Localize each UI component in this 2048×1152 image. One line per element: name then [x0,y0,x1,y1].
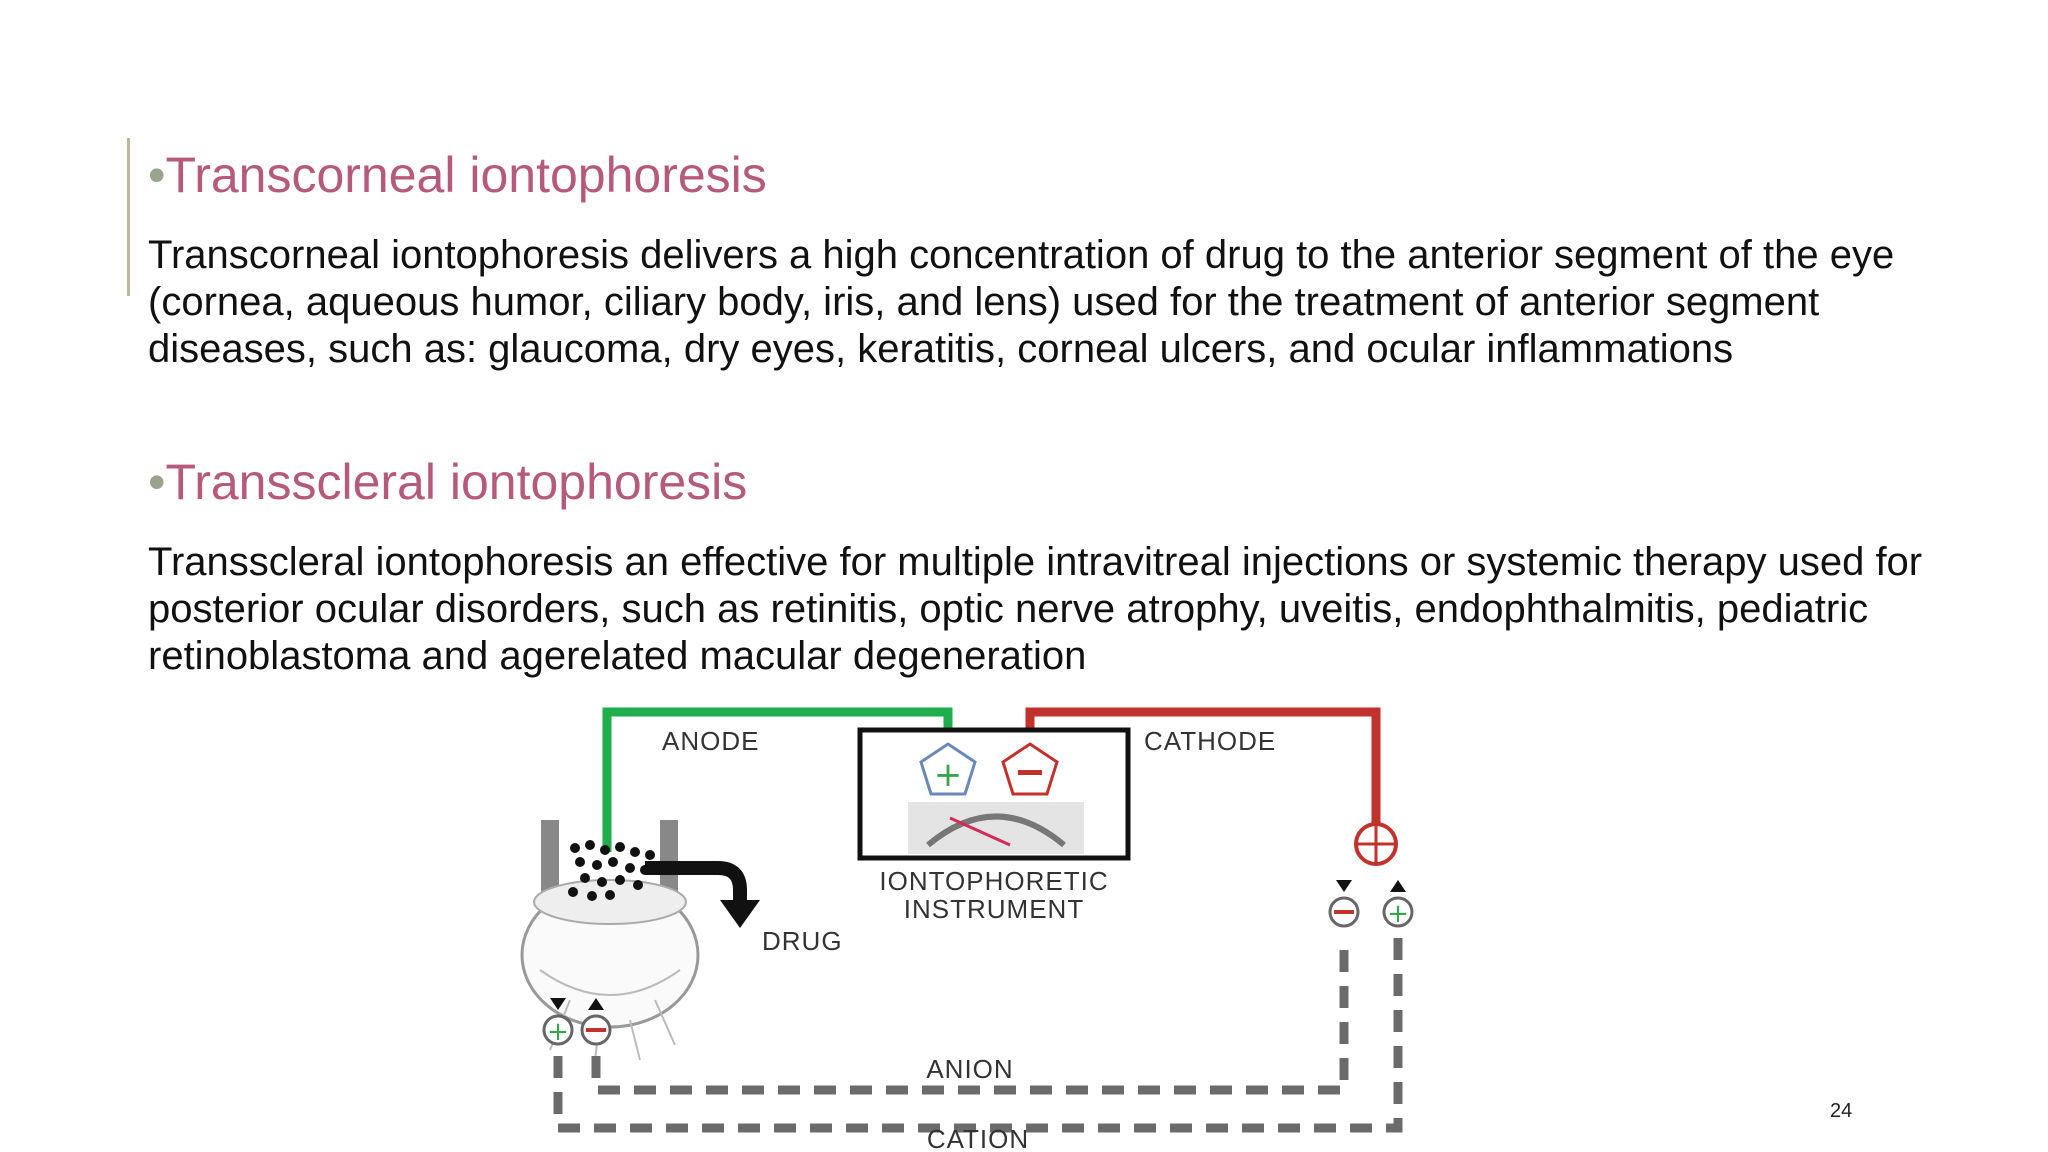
svg-text:+: + [934,755,963,795]
heading-transscleral: •Transscleral iontophoresis [148,452,747,512]
label-drug: DRUG [762,926,843,956]
anion-path [591,938,1349,1095]
accent-bar [127,138,130,296]
label-instrument-1: IONTOPHORETIC [879,866,1108,896]
paragraph-transcorneal: Transcorneal iontophoresis delivers a hi… [148,233,1895,371]
heading-text: Transscleral iontophoresis [165,454,748,510]
label-cathode: CATHODE [1144,726,1276,756]
eye-icon [520,820,700,1061]
label-anion: ANION [926,1054,1013,1084]
cation-path [553,938,1403,1133]
bullet: • [148,454,166,510]
svg-text:+: + [547,1017,569,1047]
label-anode: ANODE [662,726,759,756]
plus-ion-icon-right [1382,896,1414,928]
meter [908,802,1084,854]
page-number: 24 [1830,1100,1853,1122]
plus-terminal-icon [919,742,977,796]
bullet: • [148,147,166,203]
diagram-svg: + ANODE CATHODE IONTOPHORETIC INSTRUMENT [520,707,1414,1152]
label-instrument-2: INSTRUMENT [904,894,1084,924]
heading-transcorneal: •Transcorneal iontophoresis [148,145,767,205]
drug-arrow-icon [645,861,747,905]
svg-text:+: + [1387,899,1409,929]
heading-text: Transcorneal iontophoresis [165,147,767,203]
minus-terminal-icon [1001,742,1059,796]
plus-ion-icon [542,1014,574,1046]
label-cation: CATION [927,1124,1029,1152]
drug-particles-icon [568,840,655,901]
iontophoresis-diagram: + ANODE CATHODE IONTOPHORETIC INSTRUMENT [470,700,1430,1152]
paragraph-transscleral: Transscleral iontophoresis an effective … [148,540,1923,678]
